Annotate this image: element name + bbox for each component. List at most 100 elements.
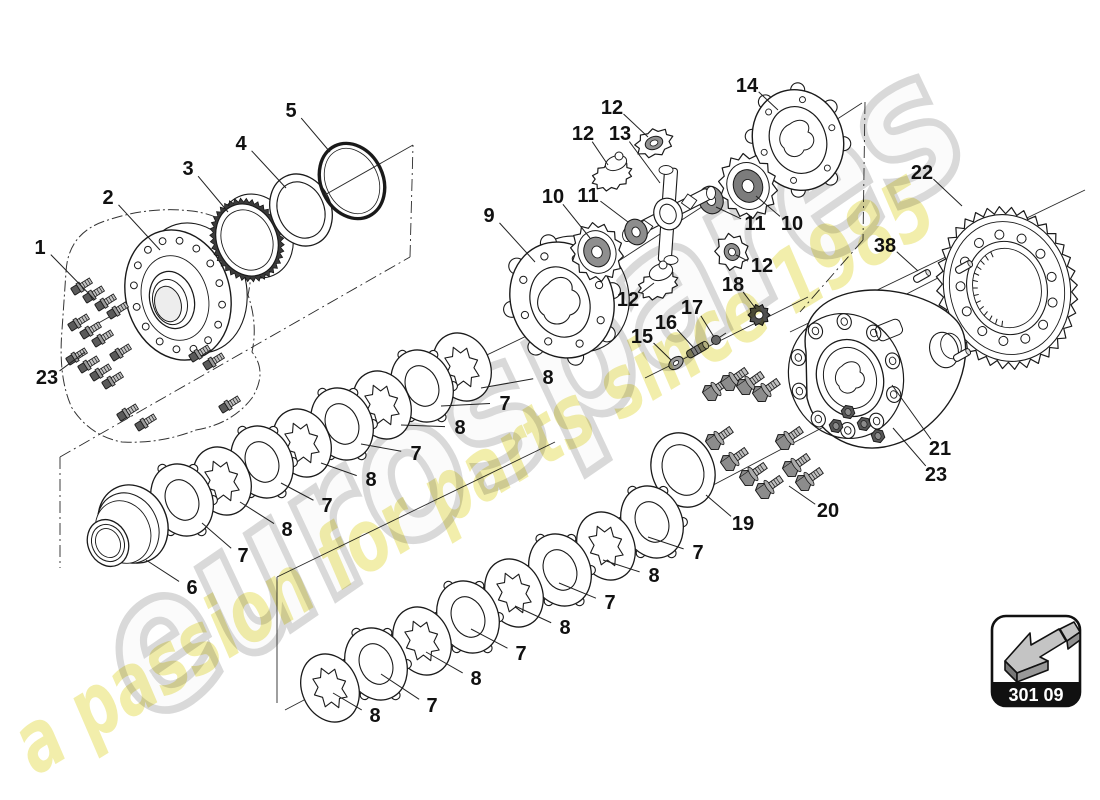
part-3-toothed-ring [209,193,294,283]
bolt [109,343,133,362]
callout-leader-13 [628,141,661,184]
callout-11: 11 [577,185,598,207]
callout-leader-20 [788,485,816,505]
callout-8: 8 [542,367,553,389]
part-38-roll-pins [912,260,974,362]
flange-bolt [735,370,765,396]
bolt [202,352,226,371]
callout-leader-17 [700,315,715,338]
callout-8: 8 [281,519,292,541]
callout-14: 14 [736,75,759,97]
roll-pin [912,269,932,283]
bolt [94,293,118,312]
callout-leader-23 [59,351,86,372]
part-group-code-box: 301 09 [990,614,1082,708]
part-11-thrust-washer-left [624,218,648,246]
part-12-bevel-pinion-top [634,128,674,159]
part-22-ring-gear [935,206,1079,370]
flange-bolt [719,446,749,472]
bolt [89,363,113,382]
callout-leader-12 [640,282,655,294]
callout-leader-23 [892,427,927,467]
callout-leader-7 [470,628,508,649]
callout-leader-7 [440,403,491,407]
callout-8: 8 [369,705,380,727]
part-17-ball [711,332,727,345]
bolt [116,403,140,422]
bolt [106,301,130,320]
callout-7: 7 [237,545,248,567]
callout-leader-4 [251,150,287,189]
outer-clutch-plate [432,580,504,654]
callout-leader-3 [197,175,229,213]
inner-clutch-plate [300,653,360,723]
bolt [77,355,101,374]
callout-12: 12 [572,123,594,145]
callout-leader-7 [360,443,402,452]
callout-leader-15 [653,342,672,361]
bolt [134,413,158,432]
bolt [79,321,103,340]
part-5-snap-ring [317,141,387,221]
part-13-spider-cross [622,165,716,265]
callout-23: 23 [36,367,58,389]
flange-bolt [774,425,804,451]
callout-7: 7 [692,542,703,564]
callout-leader-8 [320,462,357,477]
bolt-group-boundary [60,209,261,443]
callout-leader-7 [380,673,420,700]
callout-3: 3 [182,158,193,180]
callout-16: 16 [655,312,677,334]
callout-leader-5 [300,117,331,153]
callout-7: 7 [321,495,332,517]
callout-leader-21 [891,384,932,440]
inner-clutch-plate [576,511,636,581]
callout-6: 6 [186,577,197,599]
part-6-thrust-cone [86,484,169,568]
part-10-side-gear-left [569,221,625,283]
callout-leader-22 [933,178,963,207]
callout-17: 17 [681,297,703,319]
callout-leader-8 [239,501,275,524]
callout-10: 10 [781,213,803,235]
callout-7: 7 [515,643,526,665]
part-4-shim-ring [269,173,333,247]
callout-5: 5 [285,100,296,122]
part-18-pinion-gear [747,304,771,326]
3d-arrow-left-icon [1004,621,1081,683]
clutch-plate-stack-upper [146,332,492,537]
part-12-bevel-pinion-left [591,151,633,192]
callout-7: 7 [426,695,437,717]
clutch-plate-stack-lower [300,485,688,723]
callout-leader-8 [480,378,534,389]
callout-leader-1 [50,254,96,301]
bolt [65,347,89,366]
callout-8: 8 [559,617,570,639]
housing-bolt-head [828,418,844,434]
callout-leader-9 [499,222,536,263]
callout-12: 12 [601,97,623,119]
callout-7: 7 [604,592,615,614]
callout-18: 18 [722,274,744,296]
callout-23: 23 [925,464,947,486]
flange-bolt [751,377,781,403]
housing-bolt-head [870,428,886,444]
callout-38: 38 [874,235,896,257]
inner-clutch-plate [484,558,544,628]
housing-bolt-head [856,416,872,432]
callout-leader-2 [118,204,161,251]
callout-20: 20 [817,500,839,522]
callout-leader-10 [562,203,591,239]
callout-leader-12 [591,141,609,166]
part-1-23-bolt-set [65,277,242,432]
part-2-flange-hub [124,222,248,361]
callout-12: 12 [617,289,639,311]
callout-1: 1 [34,237,45,259]
flange-bolt [719,366,749,392]
callout-leader-19 [705,494,732,517]
flange-bolt [738,461,768,487]
callout-11: 11 [744,213,765,235]
callout-22: 22 [911,162,933,184]
callout-leader-12 [623,113,649,138]
